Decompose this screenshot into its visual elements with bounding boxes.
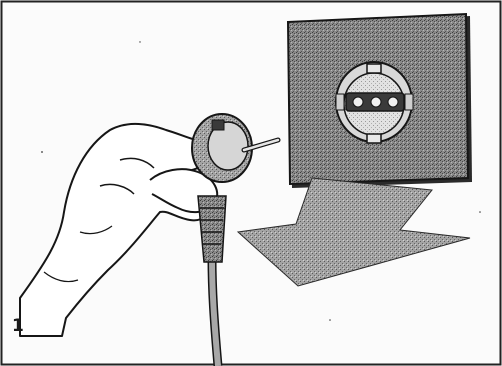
step-number-label: 1 [12, 316, 24, 336]
insert-direction-arrow [236, 177, 471, 287]
wall-socket-icon [286, 12, 472, 188]
schuko-plug-icon [191, 113, 281, 366]
print-speckles [41, 41, 481, 321]
hand-icon [19, 123, 219, 337]
